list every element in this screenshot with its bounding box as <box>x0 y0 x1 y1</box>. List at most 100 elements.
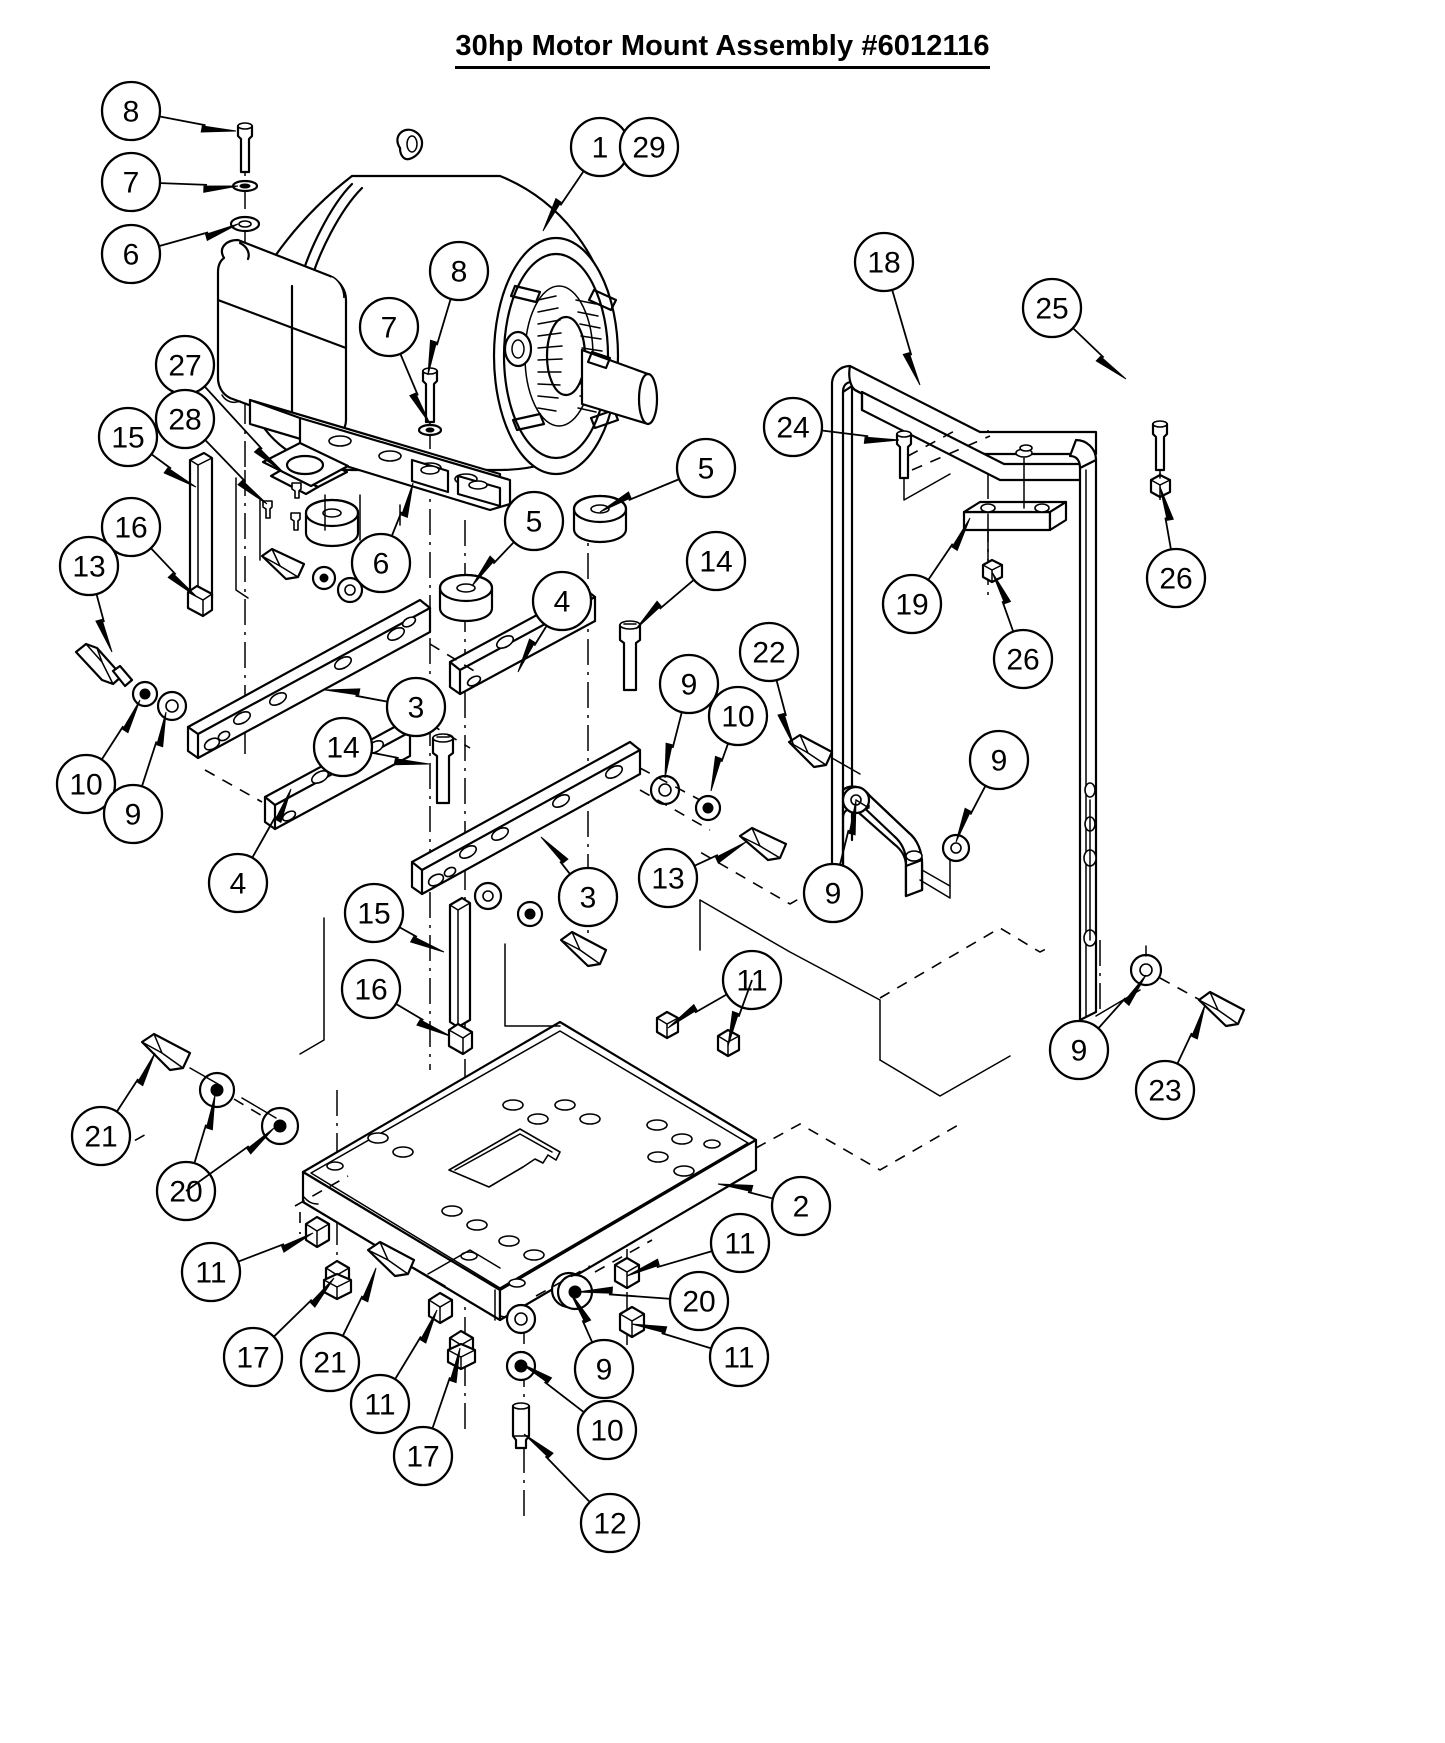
callout-8[interactable]: 8 <box>100 80 237 142</box>
callout-bubble[interactable] <box>576 1399 638 1461</box>
callout-bubble[interactable] <box>853 231 915 293</box>
callout-bubble[interactable] <box>707 685 769 747</box>
callout-9[interactable]: 9 <box>955 729 1030 843</box>
callout-17[interactable]: 17 <box>222 1277 335 1388</box>
callout-13[interactable]: 13 <box>58 535 120 653</box>
callout-bubble[interactable] <box>222 1326 284 1388</box>
callout-bubble[interactable] <box>557 866 619 928</box>
callout-bubble[interactable] <box>154 388 216 450</box>
callout-bubble[interactable] <box>770 1175 832 1237</box>
callout-16[interactable]: 16 <box>340 958 451 1037</box>
callout-bubble[interactable] <box>802 862 864 924</box>
callout-11[interactable]: 11 <box>626 1212 771 1277</box>
callout-17[interactable]: 17 <box>392 1347 461 1487</box>
callout-bubble[interactable] <box>1021 277 1083 339</box>
callout-bubble[interactable] <box>312 716 374 778</box>
callout-bubble[interactable] <box>343 882 405 944</box>
callout-bubble[interactable] <box>207 852 269 914</box>
callout-bubble[interactable] <box>340 958 402 1020</box>
callout-10[interactable]: 10 <box>707 685 769 792</box>
callout-bubble[interactable] <box>299 1331 361 1393</box>
callout-21[interactable]: 21 <box>299 1267 377 1393</box>
callout-bubble[interactable] <box>675 437 737 499</box>
callout-bubble[interactable] <box>618 116 680 178</box>
callout-3[interactable]: 3 <box>540 836 619 928</box>
callout-5[interactable]: 5 <box>599 437 737 513</box>
callout-1[interactable]: 1 <box>542 116 631 232</box>
callout-25[interactable]: 25 <box>1021 277 1127 380</box>
callout-20[interactable]: 20 <box>155 1094 217 1222</box>
callout-bubble[interactable] <box>358 296 420 358</box>
callout-11[interactable]: 11 <box>349 1309 438 1435</box>
callout-16[interactable]: 16 <box>100 496 198 598</box>
callout-bubble[interactable] <box>180 1241 242 1303</box>
callout-bubble[interactable] <box>738 621 800 683</box>
callout-bubble[interactable] <box>102 783 164 845</box>
callout-14[interactable]: 14 <box>312 716 430 778</box>
callout-bubble[interactable] <box>1134 1059 1196 1121</box>
callout-bubble[interactable] <box>385 676 447 738</box>
callout-bubble[interactable] <box>100 151 162 213</box>
callout-bubble[interactable] <box>392 1425 454 1487</box>
callout-9[interactable]: 9 <box>658 653 720 779</box>
callout-26[interactable]: 26 <box>991 571 1054 690</box>
callout-11[interactable] <box>727 979 753 1047</box>
callout-bubble[interactable] <box>100 496 162 558</box>
callout-9[interactable]: 9 <box>802 799 864 924</box>
callout-20[interactable] <box>185 1127 275 1192</box>
callout-bubble[interactable] <box>658 653 720 715</box>
callout-18[interactable]: 18 <box>853 231 921 386</box>
callout-27[interactable]: 27 <box>154 334 284 473</box>
callout-8[interactable]: 8 <box>427 240 490 376</box>
callout-bubble[interactable] <box>709 1212 771 1274</box>
callout-28[interactable]: 28 <box>154 388 268 505</box>
callout-7[interactable]: 7 <box>100 151 239 213</box>
callout-23[interactable]: 23 <box>1134 1004 1206 1121</box>
callout-bubble[interactable] <box>685 530 747 592</box>
callout-15[interactable]: 15 <box>97 406 197 488</box>
callout-bubble[interactable] <box>531 570 593 632</box>
callout-bubble[interactable] <box>579 1492 641 1554</box>
callout-bubble[interactable] <box>55 753 117 815</box>
callout-11[interactable]: 11 <box>667 949 783 1029</box>
callout-7[interactable]: 7 <box>358 296 431 425</box>
callout-20[interactable]: 20 <box>577 1270 730 1332</box>
callout-26[interactable]: 26 <box>1145 486 1207 609</box>
callout-22[interactable]: 22 <box>738 621 800 747</box>
callout-10[interactable]: 10 <box>55 699 141 815</box>
callout-bubble[interactable] <box>637 847 699 909</box>
callout-bubble[interactable] <box>668 1270 730 1332</box>
callout-10[interactable]: 10 <box>519 1362 638 1461</box>
callout-bubble[interactable] <box>573 1338 635 1400</box>
callout-13[interactable]: 13 <box>637 841 747 909</box>
callout-11[interactable]: 11 <box>631 1323 770 1388</box>
callout-bubble[interactable] <box>97 406 159 468</box>
callout-15[interactable]: 15 <box>343 882 445 953</box>
callout-6[interactable]: 6 <box>350 482 414 594</box>
callout-bubble[interactable] <box>968 729 1030 791</box>
callout-5[interactable]: 5 <box>471 490 565 587</box>
callout-bubble[interactable] <box>1048 1019 1110 1081</box>
callout-9[interactable]: 9 <box>569 1291 635 1400</box>
callout-6[interactable]: 6 <box>100 223 239 285</box>
callout-9[interactable]: 9 <box>102 711 167 845</box>
callout-bubble[interactable] <box>428 240 490 302</box>
callout-21[interactable]: 21 <box>70 1052 156 1167</box>
callout-9[interactable]: 9 <box>1048 974 1147 1081</box>
callout-4[interactable]: 4 <box>207 788 292 914</box>
callout-bubble[interactable] <box>350 532 412 594</box>
callout-4[interactable]: 4 <box>517 570 593 673</box>
callout-29[interactable]: 29 <box>618 116 680 178</box>
callout-bubble[interactable] <box>881 573 943 635</box>
callout-11[interactable]: 11 <box>180 1232 314 1303</box>
callout-2[interactable]: 2 <box>717 1175 832 1237</box>
callout-14[interactable]: 14 <box>635 530 747 630</box>
callout-bubble[interactable] <box>992 628 1054 690</box>
callout-bubble[interactable] <box>708 1326 770 1388</box>
callout-12[interactable]: 12 <box>523 1433 641 1554</box>
callout-24[interactable]: 24 <box>762 396 900 458</box>
callout-bubble[interactable] <box>100 223 162 285</box>
callout-bubble[interactable] <box>349 1373 411 1435</box>
callout-bubble[interactable] <box>100 80 162 142</box>
callout-bubble[interactable] <box>1145 547 1207 609</box>
